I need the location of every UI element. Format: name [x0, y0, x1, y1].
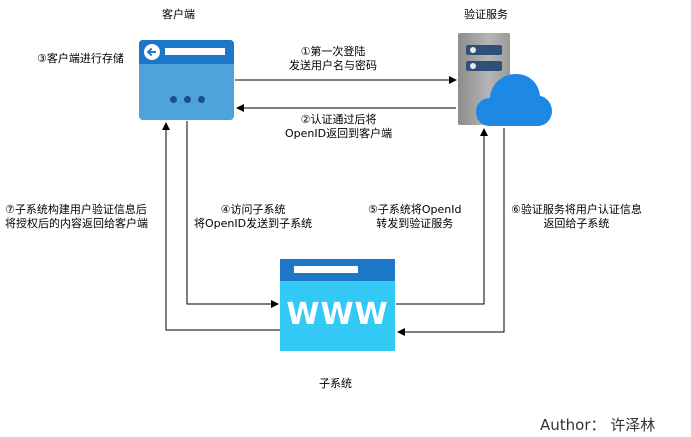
edge-auth-to-subsystem [397, 128, 505, 336]
step4-line2: 将OpenID发送到子系统 [194, 217, 313, 230]
step1-label: ①第一次登陆 发送用户名与密码 [289, 45, 377, 73]
step7-line2: 将授权后的内容返回给客户端 [5, 217, 148, 230]
step1-line1: ①第一次登陆 [300, 45, 366, 58]
step1-line2: 发送用户名与密码 [289, 59, 377, 72]
step6-label: ⑥验证服务将用户认证信息 返回给子系统 [511, 203, 642, 231]
subsystem-window-icon: WWW [280, 259, 395, 351]
step2-line2: OpenID返回到客户端 [285, 127, 393, 140]
subsystem-title: 子系统 [319, 377, 352, 390]
client-title: 客户端 [162, 8, 195, 21]
cloud-icon [476, 74, 552, 126]
auth-service-title: 验证服务 [464, 8, 508, 21]
subsystem-titlebar [280, 259, 395, 281]
edge-subsystem-to-client [162, 122, 280, 331]
step7-line1: ⑦子系统构建用户验证信息后 [5, 203, 147, 216]
step2-line1: ②认证通过后将 [300, 113, 377, 126]
www-label: WWW [286, 297, 389, 332]
step5-line1: ⑤子系统将OpenId [368, 203, 462, 216]
client-window-icon [139, 40, 234, 120]
dot-icon [184, 96, 191, 103]
server-slot [466, 45, 502, 55]
step5-label: ⑤子系统将OpenId 转发到验证服务 [368, 203, 461, 231]
edge-subsystem-to-auth [396, 128, 488, 305]
step3-label: ③客户端进行存储 [37, 52, 124, 65]
address-bar [165, 48, 225, 55]
author-credit: Author： 许泽林 [540, 416, 656, 434]
step6-line1: ⑥验证服务将用户认证信息 [511, 203, 642, 216]
dot-icon [170, 96, 177, 103]
step5-line2: 转发到验证服务 [376, 217, 454, 230]
edge-client-to-subsystem [186, 121, 279, 308]
step7-label: ⑦子系统构建用户验证信息后 将授权后的内容返回给客户端 [5, 203, 148, 231]
back-arrow-icon [144, 44, 160, 60]
step4-line1: ④访问子系统 [220, 203, 286, 216]
step6-line2: 返回给子系统 [543, 217, 610, 230]
server-slot [466, 61, 502, 71]
client-window-titlebar [139, 40, 234, 64]
address-bar [294, 266, 358, 273]
step2-label: ②认证通过后将 OpenID返回到客户端 [285, 113, 392, 141]
dot-icon [198, 96, 205, 103]
step4-label: ④访问子系统 将OpenID发送到子系统 [194, 203, 312, 231]
